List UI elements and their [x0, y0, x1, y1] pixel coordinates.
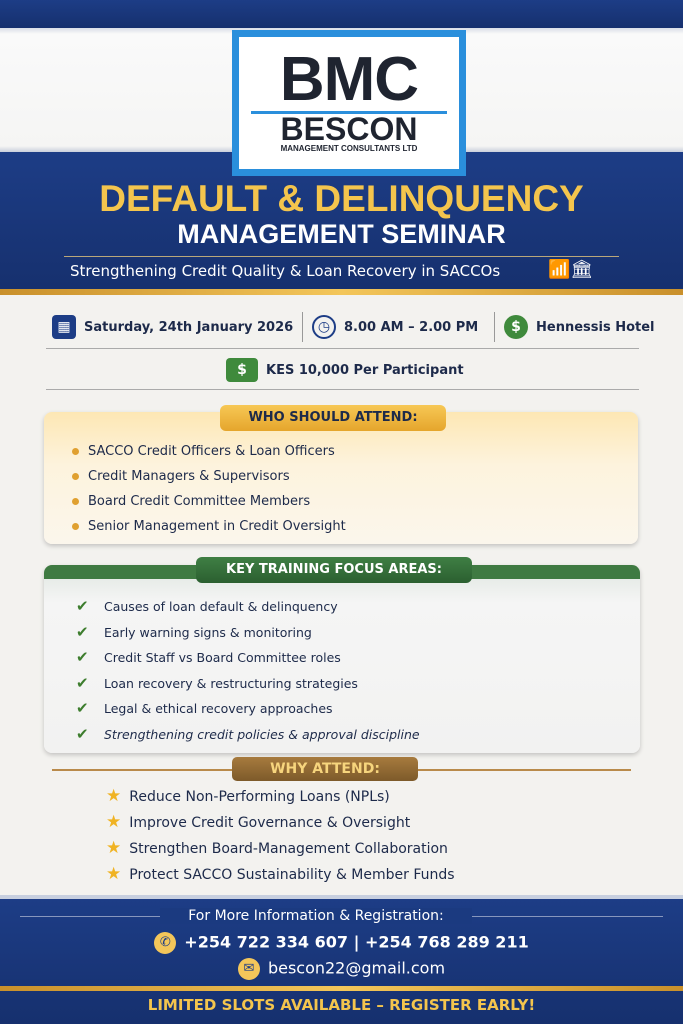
email-address[interactable]: ✉bescon22@gmail.com: [0, 958, 683, 980]
event-date: ▦Saturday, 24th January 2026: [52, 314, 293, 340]
gold-divider: [0, 986, 683, 991]
clock-icon: ◷: [312, 315, 336, 339]
calendar-icon: ▦: [52, 315, 76, 339]
logo-tagline: MANAGEMENT CONSULTANTS LTD: [280, 144, 418, 153]
divider: [302, 312, 303, 342]
check-icon: ✔: [76, 623, 89, 641]
list-item: ✔Loan recovery & restructuring strategie…: [76, 674, 358, 692]
cash-icon: $: [226, 358, 258, 382]
bank-icon: 🏛: [570, 259, 594, 280]
event-fee: $KES 10,000 Per Participant: [226, 357, 464, 383]
divider: [46, 348, 639, 349]
divider: [494, 312, 495, 342]
divider: [46, 389, 639, 390]
list-item: ✔Causes of loan default & delinquency: [76, 597, 338, 615]
top-band: [0, 0, 683, 28]
who-should-attend-heading: WHO SHOULD ATTEND:: [220, 405, 446, 431]
logo-name: BESCON: [251, 111, 447, 145]
money-bag-icon: $: [504, 315, 528, 339]
check-icon: ✔: [76, 597, 89, 615]
list-item: Board Credit Committee Members: [72, 494, 310, 509]
list-item: ✔Legal & ethical recovery approaches: [76, 699, 333, 717]
logo-mark: BMC: [279, 45, 419, 114]
list-item: ★Strengthen Board-Management Collaborati…: [106, 838, 448, 858]
list-item: ★Protect SACCO Sustainability & Member F…: [106, 864, 455, 884]
email-icon: ✉: [237, 958, 260, 980]
phone-icon: ✆: [154, 932, 177, 954]
why-attend-heading: WHY ATTEND:: [232, 757, 418, 781]
phone-numbers[interactable]: ✆+254 722 334 607 | +254 768 289 211: [0, 932, 683, 954]
list-item: ✔Early warning signs & monitoring: [76, 623, 312, 641]
list-item: ★Improve Credit Governance & Oversight: [106, 812, 411, 832]
list-item: ★Reduce Non-Performing Loans (NPLs): [106, 786, 390, 806]
check-icon: ✔: [76, 699, 89, 717]
event-venue: $Hennessis Hotel: [504, 314, 655, 340]
check-icon: ✔: [76, 674, 89, 692]
company-logo: BMC BESCON MANAGEMENT CONSULTANTS LTD: [232, 30, 466, 176]
check-icon: ✔: [76, 648, 89, 666]
gold-divider: [0, 289, 683, 295]
focus-areas-panel: [44, 565, 640, 753]
list-item: ✔Credit Staff vs Board Committee roles: [76, 648, 341, 666]
list-item: SACCO Credit Officers & Loan Officers: [72, 444, 335, 459]
star-icon: ★: [106, 786, 122, 806]
title-line-2: MANAGEMENT SEMINAR: [177, 219, 506, 249]
focus-areas-heading: KEY TRAINING FOCUS AREAS:: [196, 557, 472, 583]
contact-heading: For More Information & Registration:: [160, 908, 472, 924]
star-icon: ★: [106, 838, 122, 858]
list-item: ✔Strengthening credit policies & approva…: [76, 725, 420, 743]
list-item: Credit Managers & Supervisors: [72, 469, 290, 484]
subtitle: Strengthening Credit Quality & Loan Reco…: [70, 262, 501, 280]
chart-icon: 📶: [548, 259, 571, 280]
star-icon: ★: [106, 864, 122, 884]
title-line-1: DEFAULT & DELINQUENCY: [99, 178, 584, 219]
call-to-action: LIMITED SLOTS AVAILABLE – REGISTER EARLY…: [147, 996, 536, 1014]
check-icon: ✔: [76, 725, 89, 743]
list-item: Senior Management in Credit Oversight: [72, 519, 346, 534]
title-divider: [64, 256, 619, 257]
event-time: ◷8.00 AM – 2.00 PM: [312, 314, 478, 340]
star-icon: ★: [106, 812, 122, 832]
